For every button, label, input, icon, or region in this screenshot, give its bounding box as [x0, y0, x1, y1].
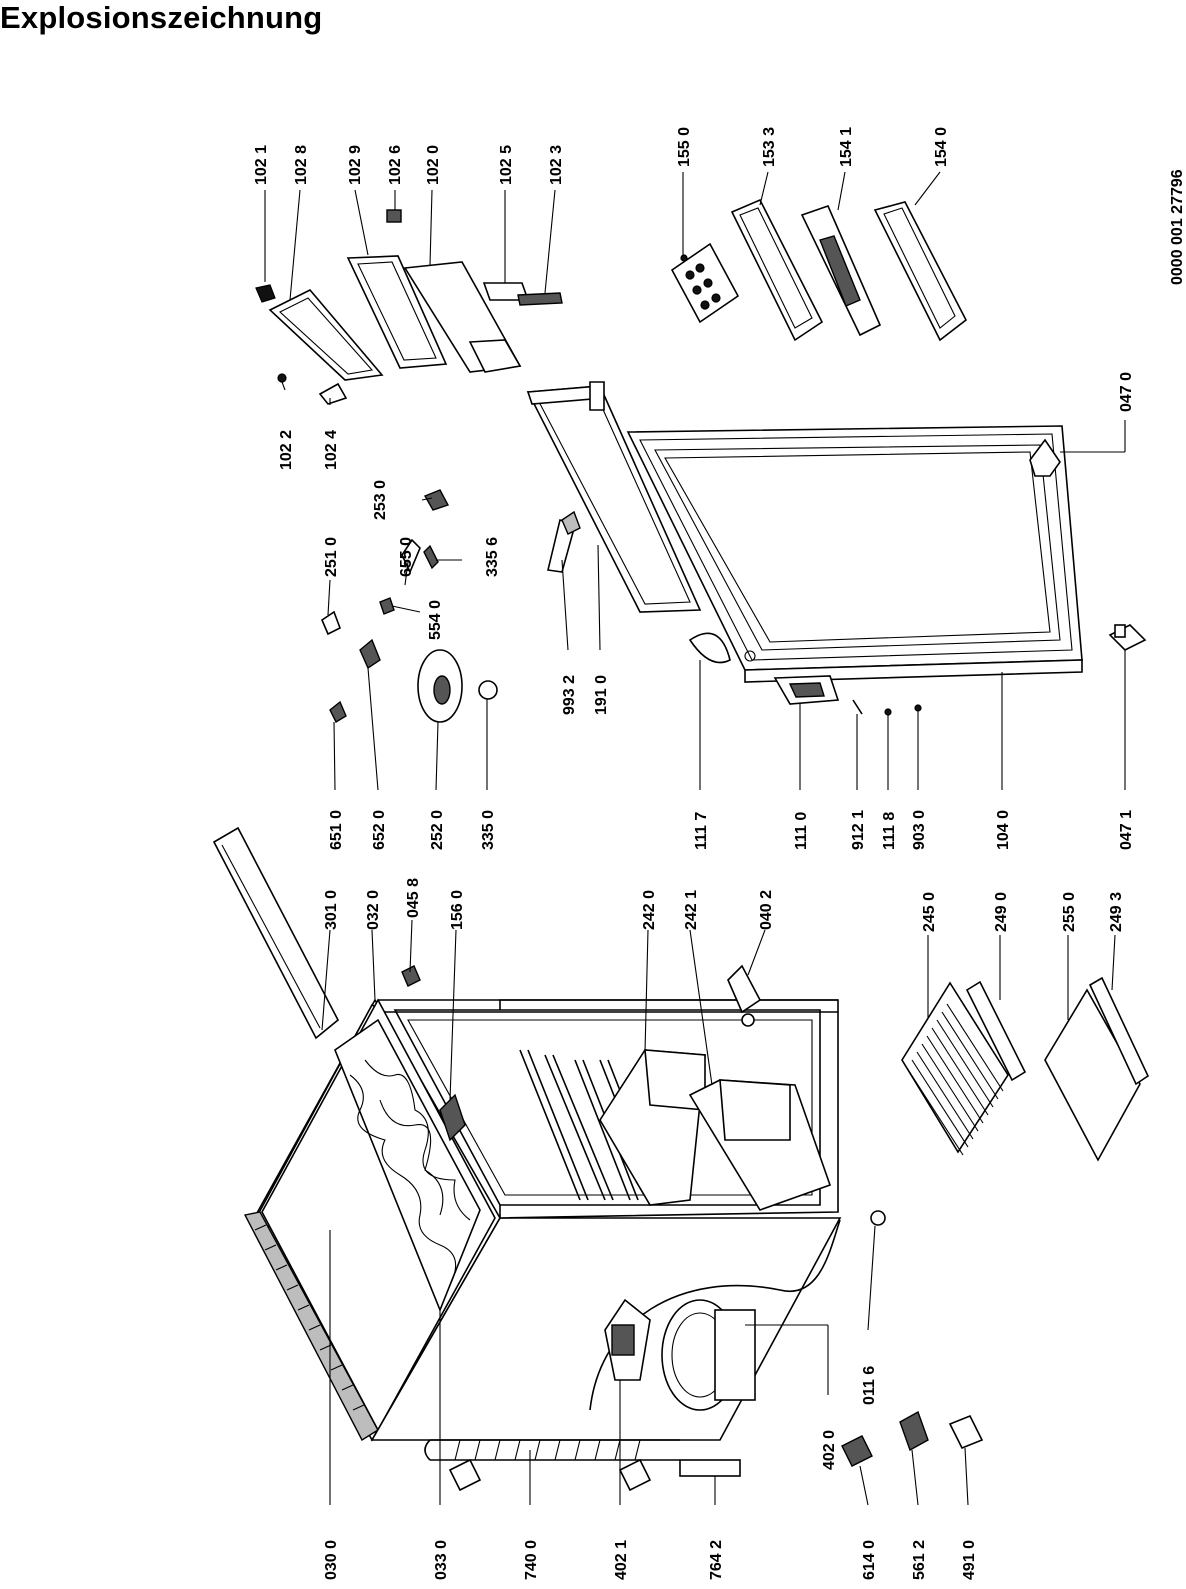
- part-label: 047 1: [1118, 810, 1135, 850]
- part-label: 242 1: [683, 890, 700, 930]
- part-label: 554 0: [427, 600, 444, 640]
- freezer-door-parts: [255, 209, 563, 405]
- part-label: 011 6: [861, 1366, 878, 1405]
- part-label: 651 0: [328, 810, 345, 850]
- part-label: 033 0: [433, 1540, 450, 1580]
- cabinet: [243, 998, 842, 1492]
- part-label: 154 0: [933, 127, 950, 167]
- part-label: 102 3: [548, 145, 565, 185]
- part-number-labels: 102 1 102 8 102 9 102 6 102 0 102 5 102 …: [253, 127, 1135, 1580]
- part-label: 655 0: [398, 537, 415, 577]
- part-label: 255 0: [1061, 892, 1078, 932]
- part-label: 102 8: [293, 145, 310, 185]
- part-label: 032 0: [365, 890, 382, 930]
- part-label: 102 2: [278, 430, 295, 470]
- part-label: 102 5: [498, 145, 515, 185]
- part-label: 614 0: [861, 1540, 878, 1580]
- part-label: 491 0: [961, 1540, 978, 1580]
- part-label: 652 0: [371, 810, 388, 850]
- door-shelves: [670, 198, 968, 342]
- part-label: 102 9: [347, 145, 364, 185]
- part-label: 102 0: [425, 145, 442, 185]
- part-label: 154 1: [838, 127, 855, 167]
- part-label: 903 0: [911, 810, 928, 850]
- part-label: 740 0: [523, 1540, 540, 1580]
- leader-lines: [264, 171, 1126, 1506]
- part-label: 153 3: [761, 127, 778, 167]
- part-label: 111 8: [881, 812, 898, 850]
- part-label: 301 0: [323, 890, 340, 930]
- part-label: 253 0: [372, 480, 389, 520]
- part-label: 252 0: [429, 810, 446, 850]
- door: [526, 381, 1083, 683]
- part-label: 040 2: [758, 890, 775, 930]
- part-label: 335 0: [480, 810, 497, 850]
- small-parts: [212, 438, 1147, 1477]
- part-label: 102 4: [323, 430, 340, 470]
- part-label: 191 0: [593, 675, 610, 715]
- part-label: 242 0: [641, 890, 658, 930]
- part-label: 249 3: [1108, 892, 1125, 932]
- part-label: 561 2: [911, 1540, 928, 1580]
- part-label: 251 0: [323, 537, 340, 577]
- part-label: 155 0: [676, 127, 693, 167]
- part-label: 335 6: [484, 537, 501, 577]
- part-label: 102 1: [253, 145, 270, 185]
- part-label: 111 0: [793, 812, 810, 850]
- part-label: 764 2: [708, 1540, 725, 1580]
- part-label: 045 8: [405, 878, 422, 918]
- part-label: 047 0: [1118, 372, 1135, 412]
- part-label: 993 2: [561, 675, 578, 715]
- part-label: 102 6: [387, 145, 404, 185]
- shelves: [901, 976, 1150, 1162]
- drawing-number: 0000 001 27796: [1169, 169, 1186, 285]
- part-label: 402 0: [821, 1430, 838, 1470]
- part-label: 104 0: [995, 810, 1012, 850]
- part-label: 245 0: [921, 892, 938, 932]
- part-label: 249 0: [993, 892, 1010, 932]
- part-label: 111 7: [693, 812, 710, 850]
- part-label: 912 1: [850, 810, 867, 850]
- part-label: 156 0: [449, 890, 466, 930]
- part-label: 402 1: [613, 1540, 630, 1580]
- page-title: Explosionszeichnung: [0, 0, 323, 35]
- part-label: 030 0: [323, 1540, 340, 1580]
